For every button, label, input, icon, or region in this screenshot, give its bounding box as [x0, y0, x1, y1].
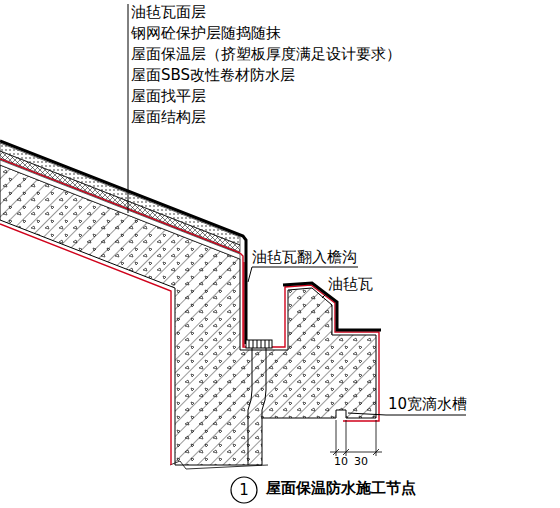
- note-label: 10宽滴水槽: [388, 396, 467, 413]
- dimension-line: [330, 420, 382, 456]
- dimension-value: 10: [334, 456, 348, 469]
- waterproof-membrane: [0, 224, 379, 465]
- leader-lines: [128, 4, 466, 415]
- drawing-caption: 屋面保温防水施工节点: [266, 480, 416, 497]
- roof-layers: [0, 143, 240, 259]
- note-label: 油毡瓦翻入檐沟: [252, 249, 357, 266]
- asphalt-shingle: [0, 141, 381, 344]
- concrete-structure: [0, 165, 376, 469]
- note-label: 油毡瓦: [328, 276, 373, 293]
- layer-label: 屋面SBS改性卷材防水层: [131, 67, 295, 84]
- layer-label: 屋面结构层: [131, 109, 206, 126]
- layer-label: 屋面保温层（挤塑板厚度满足设计要求）: [131, 46, 401, 63]
- callout-circle: 1: [230, 476, 258, 504]
- layer-label: 钢网砼保护层随捣随抹: [131, 25, 281, 42]
- roof-drain: [246, 340, 272, 465]
- callout-circle-shape: [231, 477, 257, 503]
- layer-label: 油毡瓦面层: [131, 4, 206, 21]
- callout-number: 1: [230, 476, 258, 504]
- layer-label: 屋面找平层: [131, 88, 206, 105]
- dimension-value: 30: [354, 456, 368, 469]
